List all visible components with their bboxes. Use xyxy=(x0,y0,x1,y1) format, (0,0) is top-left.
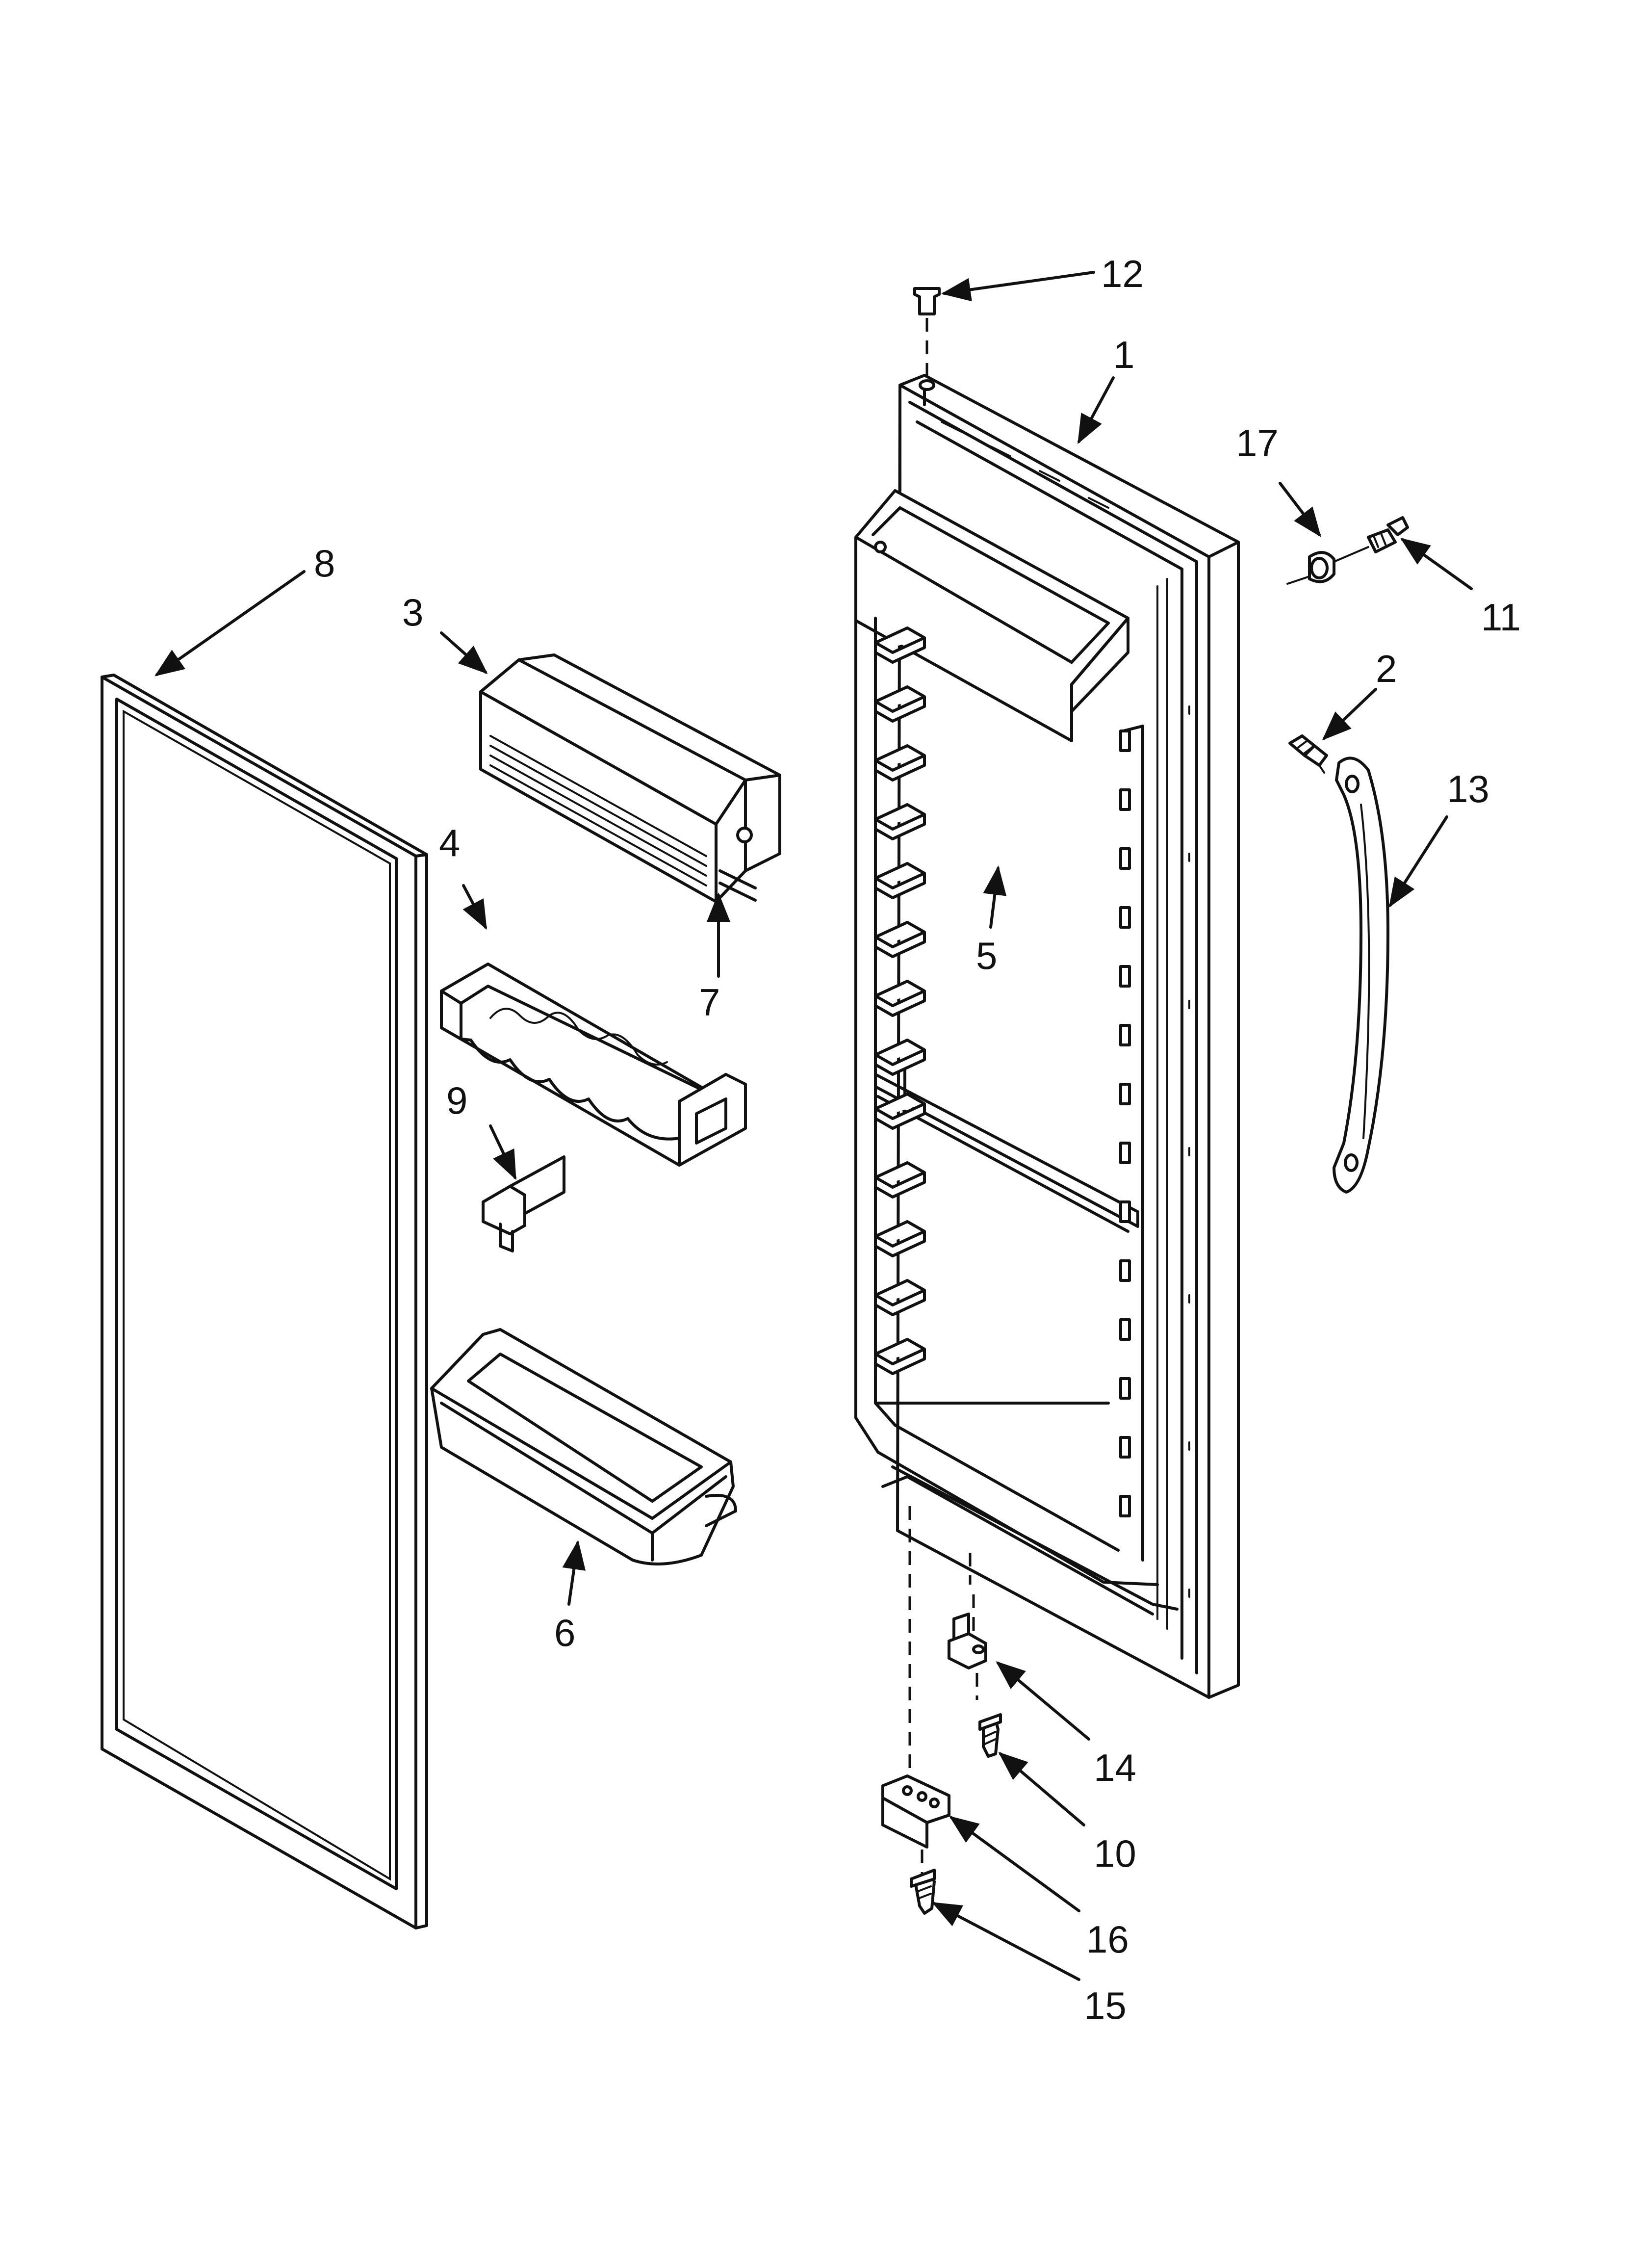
hinge-screw-part xyxy=(978,1713,1002,1758)
callout-7: 7 xyxy=(699,981,720,1024)
callout-10: 10 xyxy=(1094,1832,1136,1875)
callout-3: 3 xyxy=(402,591,423,634)
door-bin-part xyxy=(430,1328,737,1565)
shelf-supports-right xyxy=(1119,730,1131,1517)
clip-part xyxy=(482,1155,565,1252)
callout-14: 14 xyxy=(1094,1746,1136,1789)
hinge-pin-part xyxy=(948,1553,987,1700)
top-hinge-plug-part xyxy=(913,287,941,391)
callout-15: 15 xyxy=(1084,1984,1127,2027)
door-handle-part xyxy=(1333,756,1389,1194)
callout-16: 16 xyxy=(1086,1918,1129,1961)
callout-5: 5 xyxy=(976,934,997,977)
callout-4: 4 xyxy=(439,821,460,864)
callout-13: 13 xyxy=(1447,767,1489,810)
handle-spacer-part xyxy=(1286,546,1369,585)
bracket-screw-part xyxy=(910,1869,936,1915)
handle-mounting-screw-part xyxy=(1288,734,1328,774)
door-gasket-part xyxy=(101,674,428,1929)
dairy-compartment-part xyxy=(479,653,781,903)
callout-2: 2 xyxy=(1376,647,1397,690)
bottom-hinge-bracket-part xyxy=(881,1506,950,1877)
door-liner-assembly-part xyxy=(854,374,1240,1699)
callout-17: 17 xyxy=(1236,421,1279,465)
callout-9: 9 xyxy=(446,1079,467,1122)
callout-11: 11 xyxy=(1481,596,1521,639)
callout-labels: 12 1 17 11 2 13 8 3 4 7 5 9 6 14 10 16 1… xyxy=(314,252,1521,2027)
leader-lines xyxy=(154,271,1473,1981)
shelf-supports-left xyxy=(874,626,926,1375)
callout-1: 1 xyxy=(1113,333,1134,376)
egg-tray-part xyxy=(440,963,747,1167)
callout-12: 12 xyxy=(1101,252,1144,295)
callout-8: 8 xyxy=(314,542,335,585)
callout-6: 6 xyxy=(554,1611,575,1654)
handle-screw-part xyxy=(1367,516,1409,553)
